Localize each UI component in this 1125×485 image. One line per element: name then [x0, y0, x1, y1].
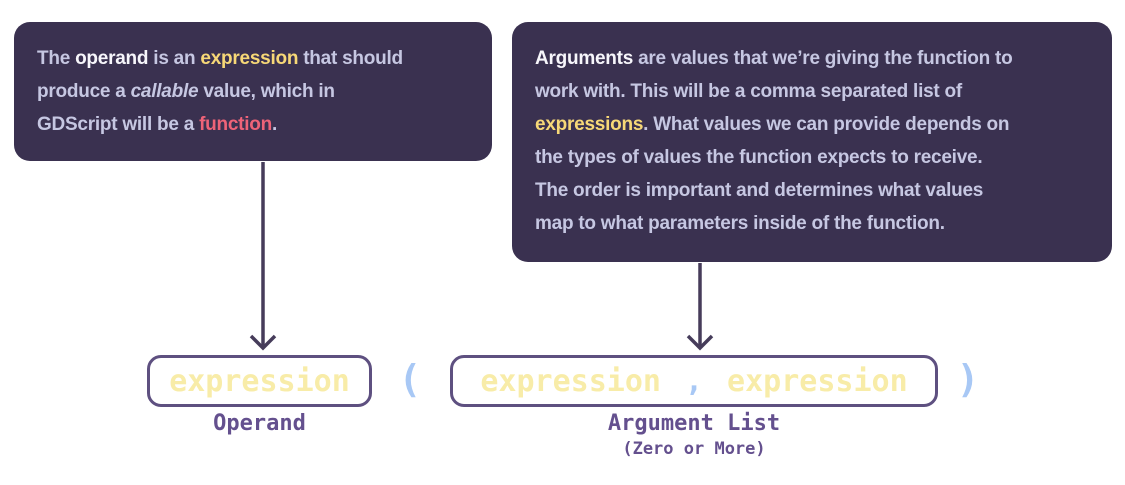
argument-list-box: expression , expression [450, 355, 938, 407]
argument-list-label: Argument List [607, 411, 781, 436]
operand-callout-text: The operand is an expression that should… [37, 48, 403, 135]
operand-expression-box: expression [147, 355, 372, 407]
argument-separator-comma: , [684, 363, 704, 399]
arguments-callout: Arguments are values that we’re giving t… [512, 22, 1112, 262]
operand-label: Operand [213, 411, 306, 436]
argument-list-sublabel: (Zero or More) [622, 439, 766, 459]
argument-expression-token-1: expression [480, 363, 661, 399]
argument-arrow [686, 263, 714, 351]
operand-arrow [249, 162, 277, 351]
arguments-callout-text: Arguments are values that we’re giving t… [535, 48, 1013, 234]
operand-callout: The operand is an expression that should… [14, 22, 492, 161]
open-paren: ( [398, 357, 422, 401]
operand-expression-token: expression [169, 363, 350, 399]
argument-expression-token-2: expression [727, 363, 908, 399]
close-paren: ) [956, 357, 980, 401]
